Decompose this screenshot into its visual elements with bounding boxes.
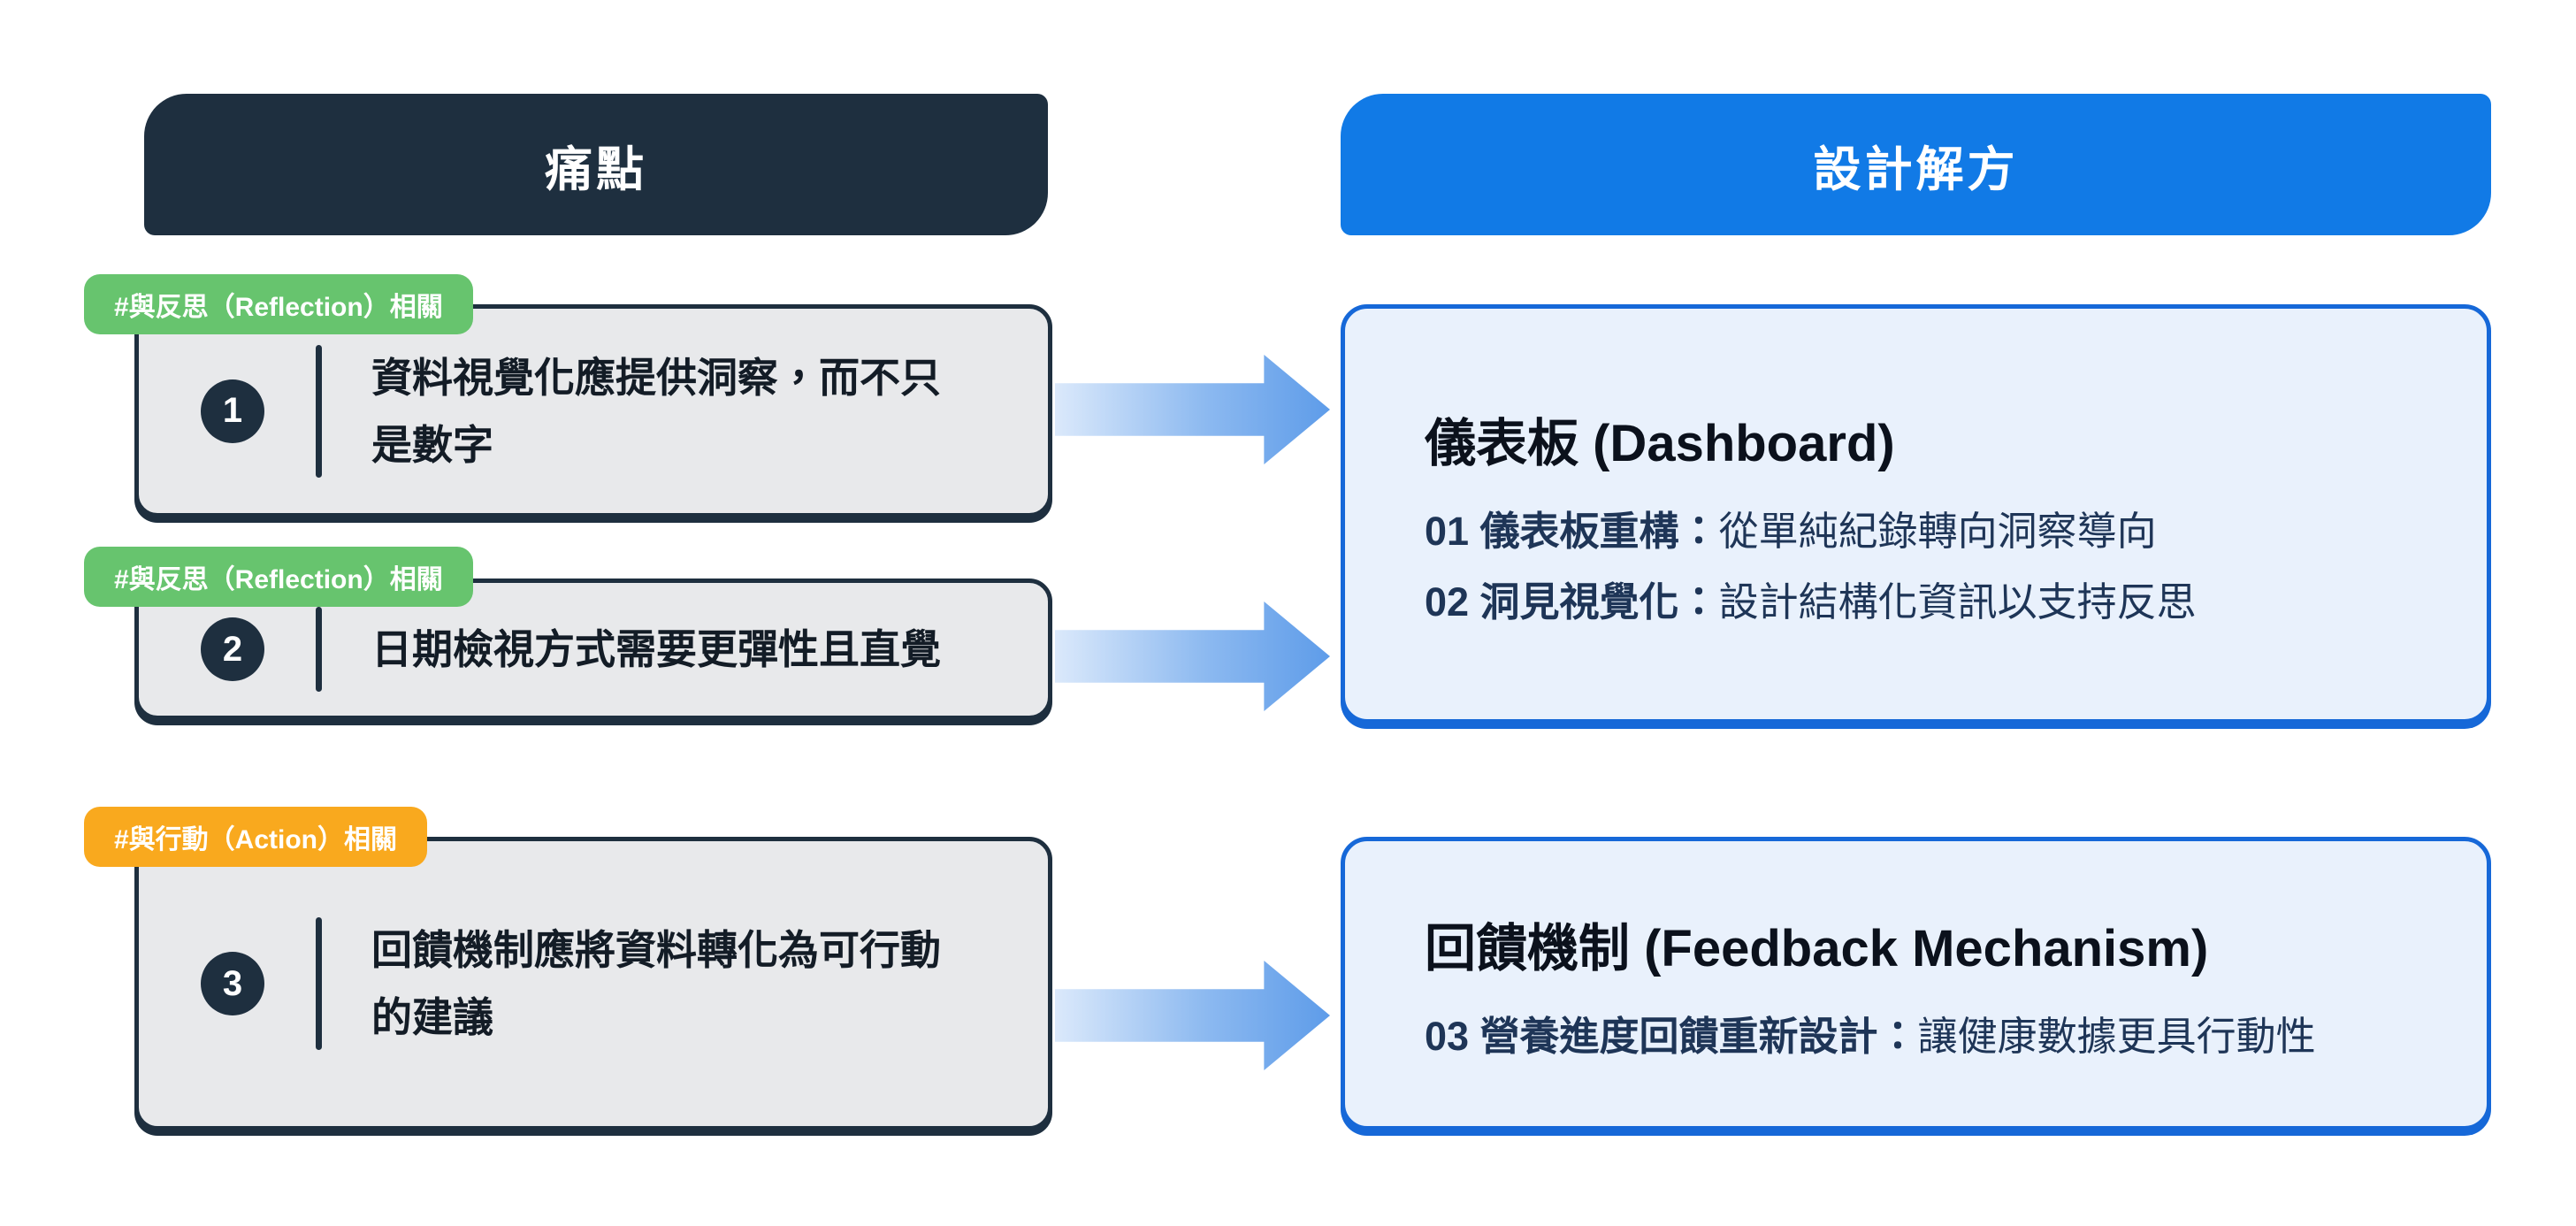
solution-card-dashboard: 儀表板 (Dashboard) 01 儀表板重構：從單純紀錄轉向洞察導向 02 … [1341,304,2491,724]
solution-bullet-03-text: 讓健康數據更具行動性 [1917,1014,2316,1059]
tag-reflection-2: #與反思（Reflection）相關 [84,547,473,607]
number-badge-2-label: 2 [222,629,243,669]
divider-line-2 [316,607,322,692]
pain-card-3-text-line-1: 回饋機制應將資料轉化為可行動 [371,927,941,973]
pain-card-2: 2 日期檢視方式需要更彈性且直覺 [134,579,1052,720]
flow-arrow-icon-3 [1055,961,1330,1070]
solution-bullet-01-text: 從單純紀錄轉向洞察導向 [1718,509,2157,554]
divider-line-1 [316,344,322,478]
tag-reflection-1: #與反思（Reflection）相關 [84,274,473,334]
solution-card-feedback-mechanism: 回饋機制 (Feedback Mechanism) 03 營養進度回饋重新設計：… [1341,837,2491,1130]
design-solutions-header-label: 設計解方 [1813,142,2019,196]
solution-bullet-02-prefix: 02 洞見視覺化： [1425,579,1719,624]
solution-card-feedback-title: 回饋機制 (Feedback Mechanism) [1425,920,2209,977]
pain-card-2-text-line-1: 日期檢視方式需要更彈性且直覺 [371,626,941,672]
tag-reflection-1-label: #與反思（Reflection）相關 [114,293,443,322]
solution-bullet-02: 02 洞見視覺化：設計結構化資訊以支持反思 [1425,579,2451,626]
number-badge-3: 3 [201,952,264,1015]
tag-action-label: #與行動（Action）相關 [114,825,398,854]
design-solutions-header: 設計解方 [1341,94,2491,235]
tag-action: #與行動（Action）相關 [84,807,428,867]
flow-arrow-icon-2 [1055,602,1330,711]
flow-arrow-icon-1 [1055,355,1330,464]
tag-reflection-2-label: #與反思（Reflection）相關 [114,565,443,594]
pain-card-3-text-line-2: 的建議 [371,994,493,1040]
pain-card-2-text: 日期檢視方式需要更彈性且直覺 [371,616,941,683]
number-badge-1-label: 1 [222,391,243,430]
pain-points-header: 痛點 [144,94,1048,235]
pain-card-1-text-line-2: 是數字 [371,421,493,468]
number-badge-3-label: 3 [222,963,243,1003]
solution-card-dashboard-title: 儀表板 (Dashboard) [1425,415,1895,472]
pain-card-3-text: 回饋機制應將資料轉化為可行動 的建議 [371,916,941,1051]
pain-card-1: 1 資料視覺化應提供洞察，而不只 是數字 [134,304,1052,517]
solution-bullet-01: 01 儀表板重構：從單純紀錄轉向洞察導向 [1425,508,2451,556]
solution-bullet-02-text: 設計結構化資訊以支持反思 [1718,579,2197,624]
solution-bullet-01-prefix: 01 儀表板重構： [1425,509,1719,554]
pain-points-header-label: 痛點 [545,142,647,196]
pain-card-1-text-line-1: 資料視覺化應提供洞察，而不只 [371,354,941,401]
solution-bullet-03: 03 營養進度回饋重新設計：讓健康數據更具行動性 [1425,1013,2451,1061]
divider-line-3 [316,917,322,1050]
pain-card-3: 3 回饋機制應將資料轉化為可行動 的建議 [134,837,1052,1130]
solution-bullet-03-prefix: 03 營養進度回饋重新設計： [1425,1014,1918,1059]
pain-card-1-text: 資料視覺化應提供洞察，而不只 是數字 [371,344,941,479]
number-badge-2: 2 [201,617,264,681]
number-badge-1: 1 [201,379,264,443]
